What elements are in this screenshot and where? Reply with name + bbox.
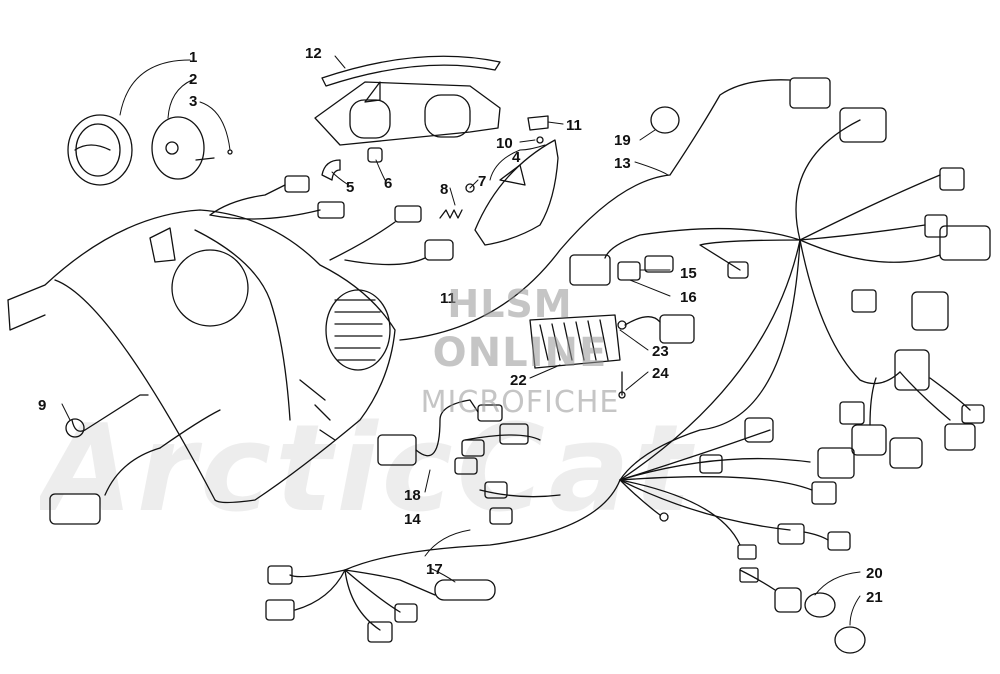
callout-1: 1: [189, 49, 197, 66]
callout-18: 18: [404, 487, 421, 504]
main-harness: [344, 77, 991, 571]
spring-8: [439, 209, 463, 219]
headlight-reflector: [151, 116, 215, 180]
relay-block: [569, 254, 674, 286]
callout-20: 20: [866, 565, 883, 582]
callout-22: 22: [510, 372, 527, 389]
callout-12: 12: [305, 45, 322, 62]
sub-harness-18: [377, 399, 541, 475]
callout-6: 6: [384, 175, 392, 192]
front-harness-14: [49, 409, 669, 643]
connector-23: [624, 314, 695, 344]
callout-16: 16: [680, 289, 697, 306]
callout-9: 9: [38, 397, 46, 414]
callout-19: 19: [614, 132, 631, 149]
nut-7: [465, 183, 475, 193]
side-cover: [474, 139, 559, 246]
trim-strip: [321, 55, 501, 87]
callout-8: 8: [440, 181, 448, 198]
headlight-harness: [209, 175, 454, 266]
lamp-housing: [314, 81, 501, 146]
hood-cowl: [7, 209, 396, 504]
callout-23: 23: [652, 343, 669, 360]
callout-17: 17: [426, 561, 443, 578]
callout-21: 21: [866, 589, 883, 606]
lamp-bulb-5: [321, 159, 341, 181]
callout-13: 13: [614, 155, 631, 172]
callout-11-upper: 11: [566, 117, 582, 134]
callout-14: 14: [404, 511, 421, 528]
callout-4: 4: [512, 149, 521, 166]
headlight-screw: [227, 149, 233, 155]
snap-ring-19: [650, 106, 680, 134]
callout-7: 7: [478, 173, 486, 190]
voltage-regulator: [529, 314, 627, 369]
leader-lines: [61, 55, 861, 626]
lamp-bulb-6: [367, 147, 383, 163]
switch-20: [737, 544, 802, 613]
nut-21: [804, 592, 866, 654]
callout-labels: 1 2 3 4 5 6 7 8 9 10 11 11 12 13 14 15 1…: [38, 45, 883, 606]
callout-10: 10: [496, 135, 513, 152]
callout-2: 2: [189, 71, 197, 88]
callout-3: 3: [189, 93, 197, 110]
callout-5: 5: [346, 179, 354, 196]
bolt-24: [618, 371, 626, 399]
callout-15: 15: [680, 265, 697, 282]
callout-11-lower: 11: [440, 290, 456, 307]
background-watermark: ArcticCat: [40, 400, 696, 539]
headlight-bezel: [67, 114, 133, 186]
callout-24: 24: [652, 365, 669, 382]
clip-11-top: [527, 115, 549, 131]
bolt-9: [65, 394, 149, 438]
screw-10: [536, 136, 544, 144]
